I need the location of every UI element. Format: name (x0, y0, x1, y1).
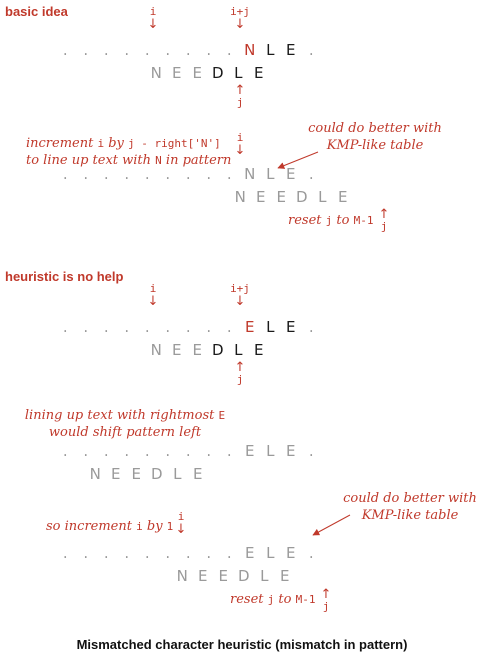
arrow-up-icon: ↑ (234, 360, 246, 375)
note-increment: increment i by j - right['N'] to line up… (26, 136, 232, 168)
section-basic-idea: basic idea (5, 4, 68, 19)
arrow-up-icon: ↑ (320, 587, 332, 602)
arrow-down-icon: ↓ (175, 522, 187, 537)
pointer-j: ↑j (369, 208, 399, 233)
arrow-down-icon: ↓ (234, 294, 246, 309)
note-so-increment: so increment i by 1 (46, 519, 174, 534)
pointer-j: ↑j (225, 361, 255, 386)
arrow-down-icon: ↓ (234, 17, 246, 32)
pointer-j: ↑j (311, 588, 341, 613)
pointer-i: i↓ (138, 283, 168, 309)
note-lining-up: lining up text with rightmost E would sh… (24, 408, 226, 440)
arrow-down-icon: ↓ (147, 294, 159, 309)
pointer-i: i↓ (166, 511, 196, 537)
arrow-up-icon: ↑ (234, 83, 246, 98)
arrow-up-icon: ↑ (378, 207, 390, 222)
pointer-i-plus-j: i+j↓ (225, 6, 255, 32)
arrow-to-pattern (312, 514, 351, 536)
arrow-to-pattern (277, 151, 319, 169)
note-reset-j: reset j to M-1 (230, 592, 316, 607)
note-reset-j: reset j to M-1 (288, 213, 374, 228)
pointer-i: i↓ (138, 6, 168, 32)
arrow-down-icon: ↓ (234, 143, 246, 158)
pointer-j: ↑j (225, 84, 255, 109)
figure-caption: Mismatched character heuristic (mismatch… (76, 637, 408, 652)
pointer-i-plus-j: i+j↓ (225, 283, 255, 309)
pointer-i: i↓ (225, 132, 255, 158)
arrow-down-icon: ↓ (147, 17, 159, 32)
section-heuristic-no-help: heuristic is no help (5, 269, 124, 284)
